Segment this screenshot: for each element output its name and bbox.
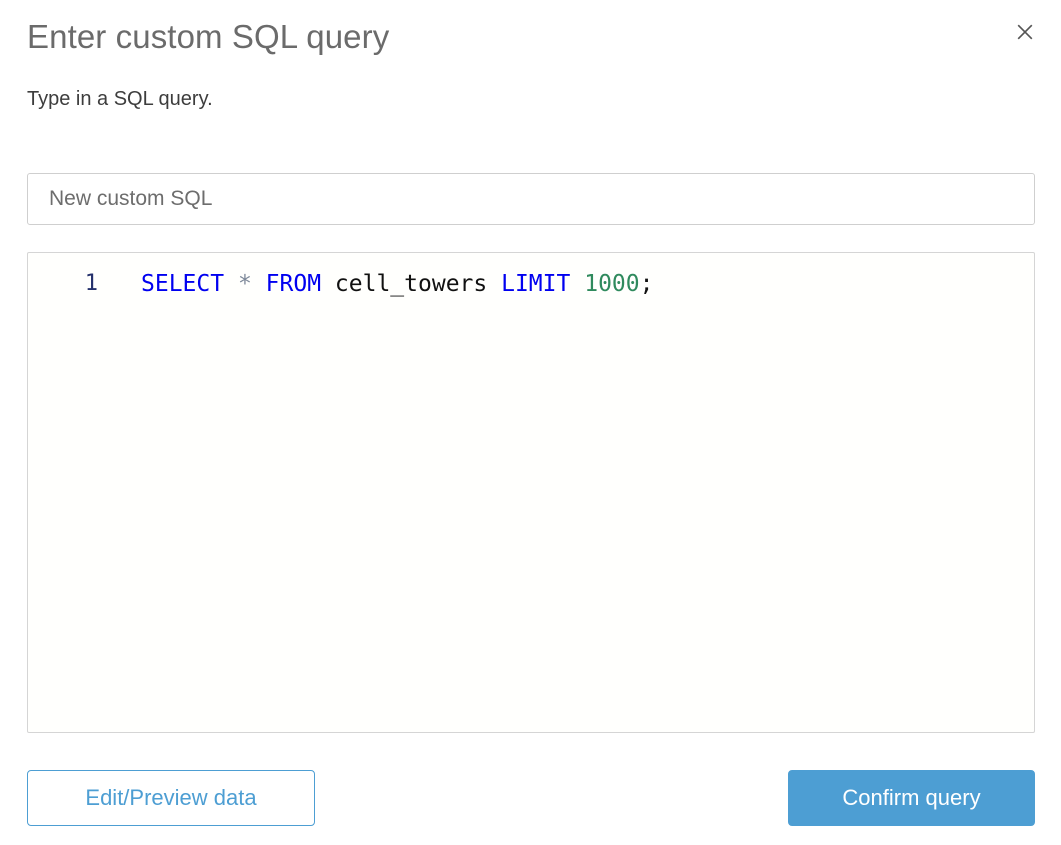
space	[570, 271, 584, 297]
space	[224, 271, 238, 297]
sql-semicolon: ;	[639, 271, 654, 297]
sql-keyword-limit: LIMIT	[501, 271, 571, 297]
sql-keyword-from: FROM	[265, 271, 322, 297]
space	[321, 271, 335, 297]
code-line-row: 1 SELECT * FROM cell_towers LIMIT 1000;	[28, 253, 1034, 301]
sql-number-literal: 1000	[584, 271, 640, 297]
sql-star-token: *	[237, 271, 252, 297]
sql-table-name: cell_towers	[334, 271, 488, 297]
close-icon	[1016, 23, 1034, 41]
line-number-gutter: 1	[84, 271, 98, 296]
sql-keyword-select: SELECT	[141, 271, 225, 297]
query-name-input[interactable]	[27, 173, 1035, 225]
sql-code-editor[interactable]: 1 SELECT * FROM cell_towers LIMIT 1000;	[27, 252, 1035, 733]
space	[252, 271, 266, 297]
page-title: Enter custom SQL query	[27, 18, 390, 55]
edit-preview-data-button[interactable]: Edit/Preview data	[27, 770, 315, 826]
close-button[interactable]	[1007, 14, 1043, 50]
dialog-subtitle: Type in a SQL query.	[27, 88, 213, 110]
confirm-query-button[interactable]: Confirm query	[788, 770, 1035, 826]
code-line-content[interactable]: SELECT * FROM cell_towers LIMIT 1000;	[104, 267, 653, 301]
space	[487, 271, 501, 297]
